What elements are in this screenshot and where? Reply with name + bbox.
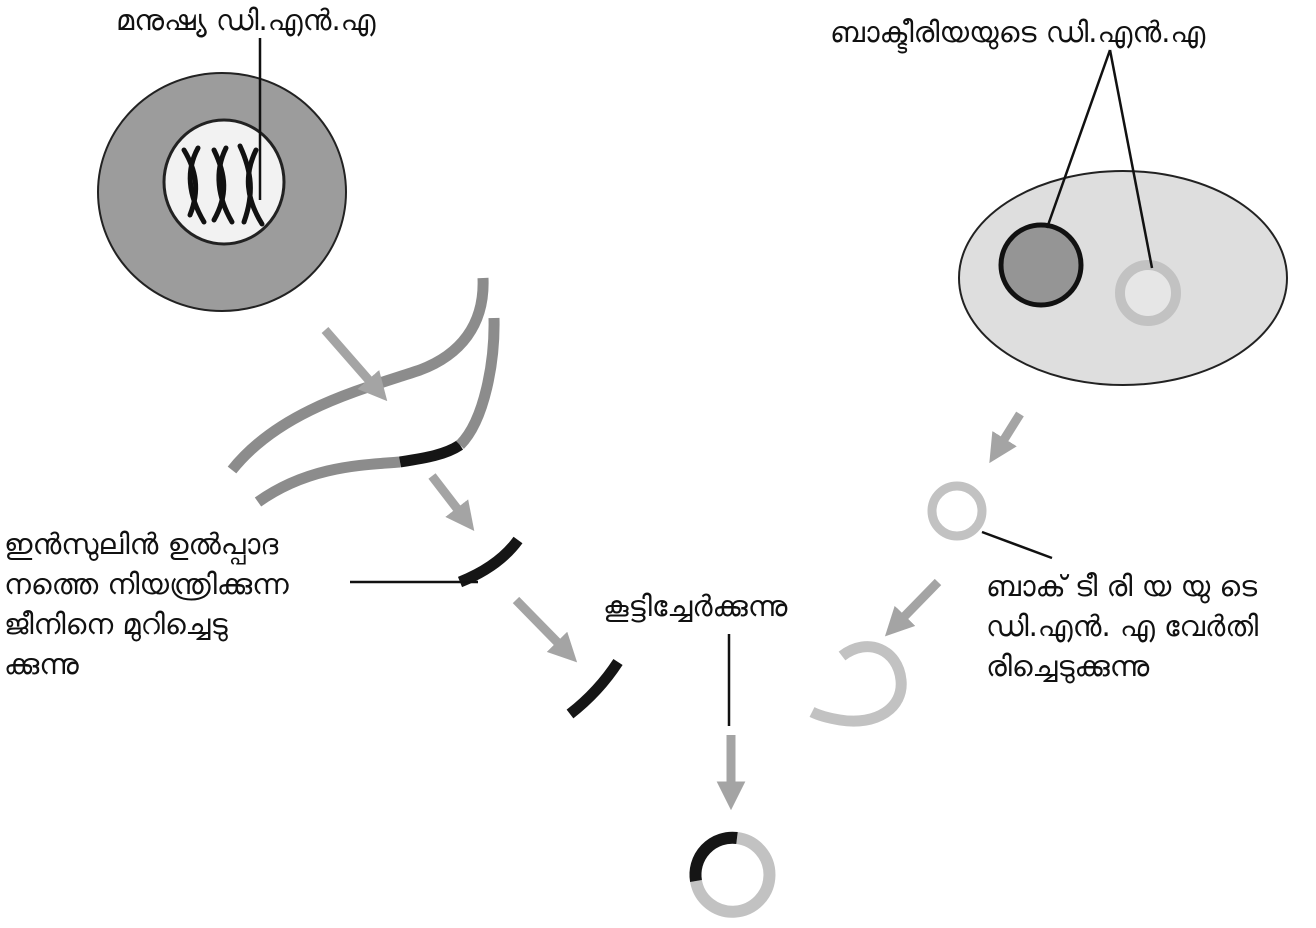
separate-dna-pointer <box>981 530 1053 560</box>
separate-dna-label-line-3: രിച്ചെടുക്കുന്നു <box>986 649 1150 684</box>
cut-insulin-gene <box>457 536 523 588</box>
arrow-gene-to-fragment <box>512 596 578 663</box>
arrow-dna-to-gene <box>428 473 475 531</box>
joining-label: കൂട്ടിച്ചേർക്കുന്നു <box>603 589 788 623</box>
separate-dna-label-line-2: ഡി.എൻ. എ വേർതി <box>986 609 1259 644</box>
arrow-plasmid-to-open <box>884 578 942 637</box>
human-dna-label: മനുഷ്യ ഡി.എൻ.എ <box>116 3 376 37</box>
insulin-gene-segment <box>399 440 464 468</box>
cut-gene-label-line-3: ജീനിനെ മുറിച്ചെടു <box>4 607 228 642</box>
bacterial-dna-pointer-chromosome <box>1045 49 1112 229</box>
bacterial-cell <box>958 170 1288 386</box>
plasmid-in-cell <box>1115 260 1181 326</box>
opened-plasmid <box>809 641 907 727</box>
bacterial-dna-label: ബാക്ടീരിയയുടെ ഡി.എൻ.എ <box>830 15 1206 49</box>
cut-gene-label-line-2: നത്തെ നിയന്ത്രിക്കുന്ന <box>4 567 289 602</box>
recombinant-plasmid <box>689 831 776 918</box>
cut-gene-label-line-4: ക്കുന്നു <box>4 647 79 682</box>
cut-gene-label-line-1: ഇൻസുലിൻ ഉൽപ്പാദ <box>4 527 279 561</box>
human-dna-strands <box>227 277 500 507</box>
bacterial-chromosome <box>998 222 1084 308</box>
separate-bacterial-dna-label: ബാക് ടീ രി യ യു ടെ ഡി.എൻ. എ വേർതി രിച്ചെ… <box>986 566 1258 686</box>
insulin-gene-fragment <box>566 658 623 719</box>
cut-gene-label: ഇൻസുലിൻ ഉൽപ്പാദ നത്തെ നിയന്ത്രിക്കുന്ന ജ… <box>4 524 289 684</box>
human-cell <box>97 72 347 312</box>
arrow-human-to-dna <box>321 327 388 402</box>
bacterial-dna-pointer-plasmid <box>1108 49 1154 269</box>
extracted-plasmid <box>927 481 987 541</box>
human-chromosomes <box>181 143 265 227</box>
arrow-bacterium-to-plasmid <box>989 411 1024 464</box>
separate-dna-label-line-1: ബാക് ടീ രി യ യു ടെ <box>986 569 1258 603</box>
process-arrows <box>321 327 1024 811</box>
